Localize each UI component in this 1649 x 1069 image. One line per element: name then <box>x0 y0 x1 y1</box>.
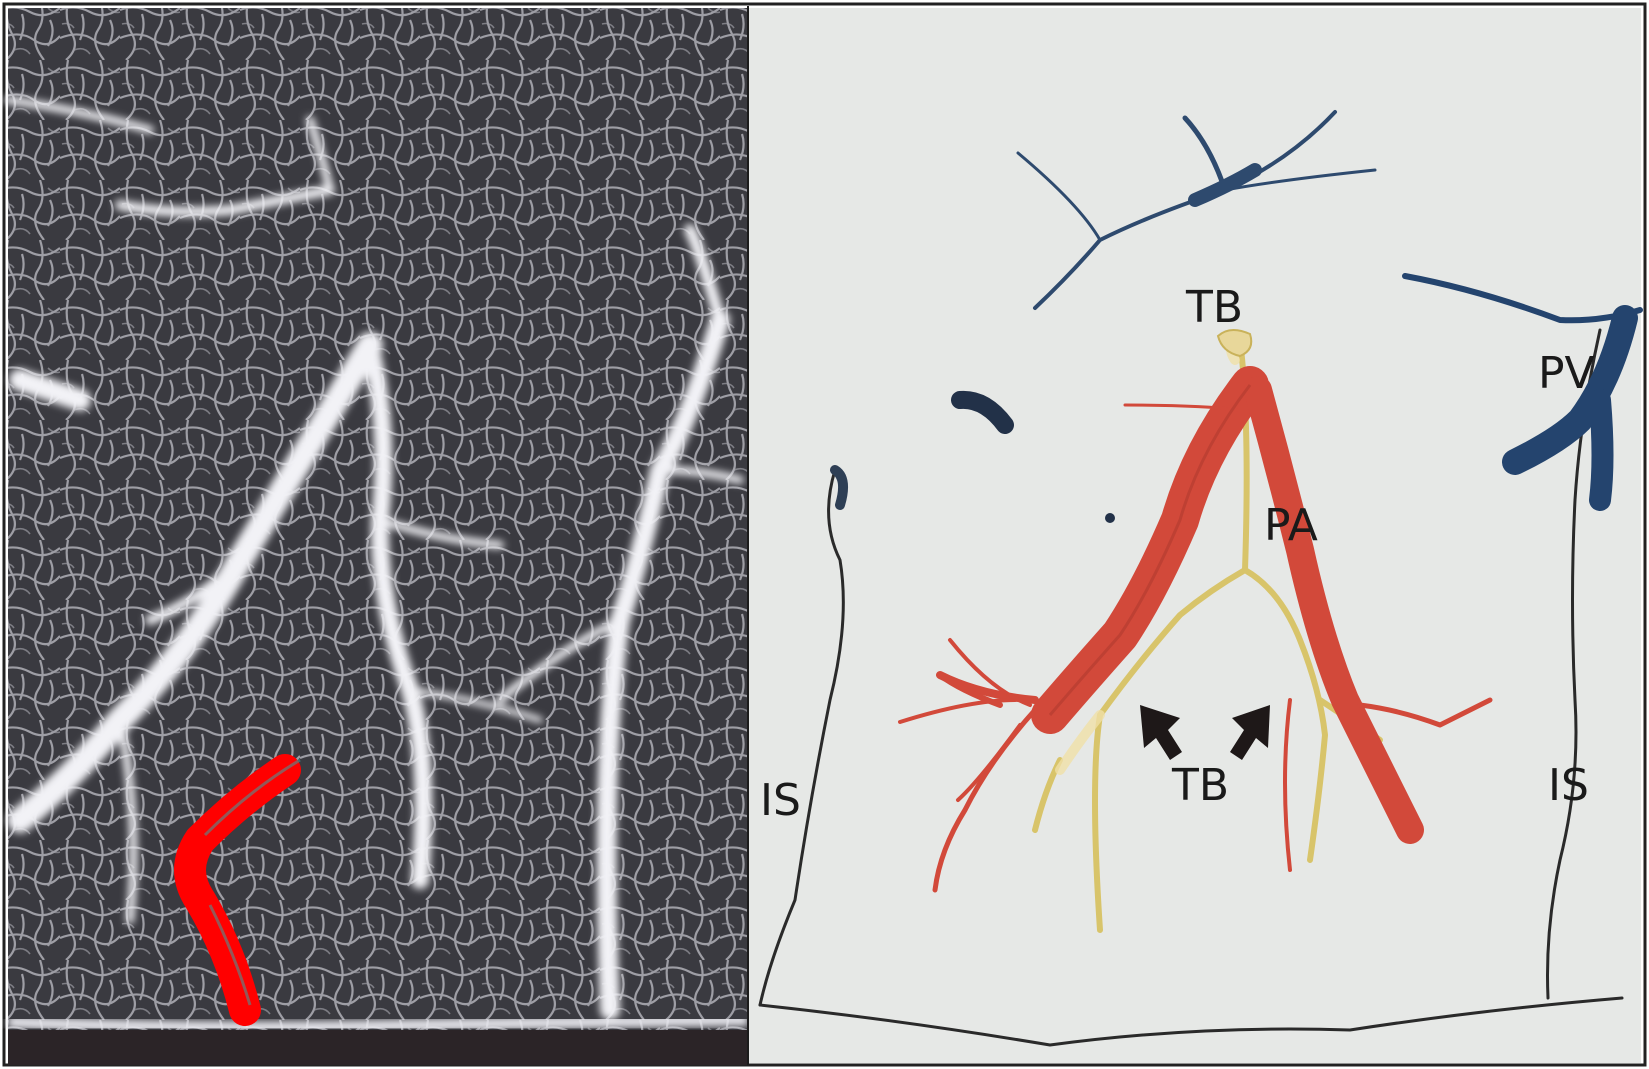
left-panel-radiograph <box>8 8 748 1065</box>
label-pv: PV <box>1538 348 1595 399</box>
label-is-right: IS <box>1548 760 1589 811</box>
right-panel-schematic: TB PV PA TB IS IS <box>749 8 1641 1063</box>
pleural-base-strip <box>8 1030 748 1065</box>
pleural-line <box>8 1020 748 1027</box>
label-is-left: IS <box>760 775 801 826</box>
label-tb-bottom: TB <box>1171 760 1229 811</box>
schematic-background <box>749 8 1641 1063</box>
label-tb-top: TB <box>1185 282 1243 333</box>
vessel-cross-section-2 <box>1105 513 1115 523</box>
label-pa: PA <box>1264 500 1318 551</box>
